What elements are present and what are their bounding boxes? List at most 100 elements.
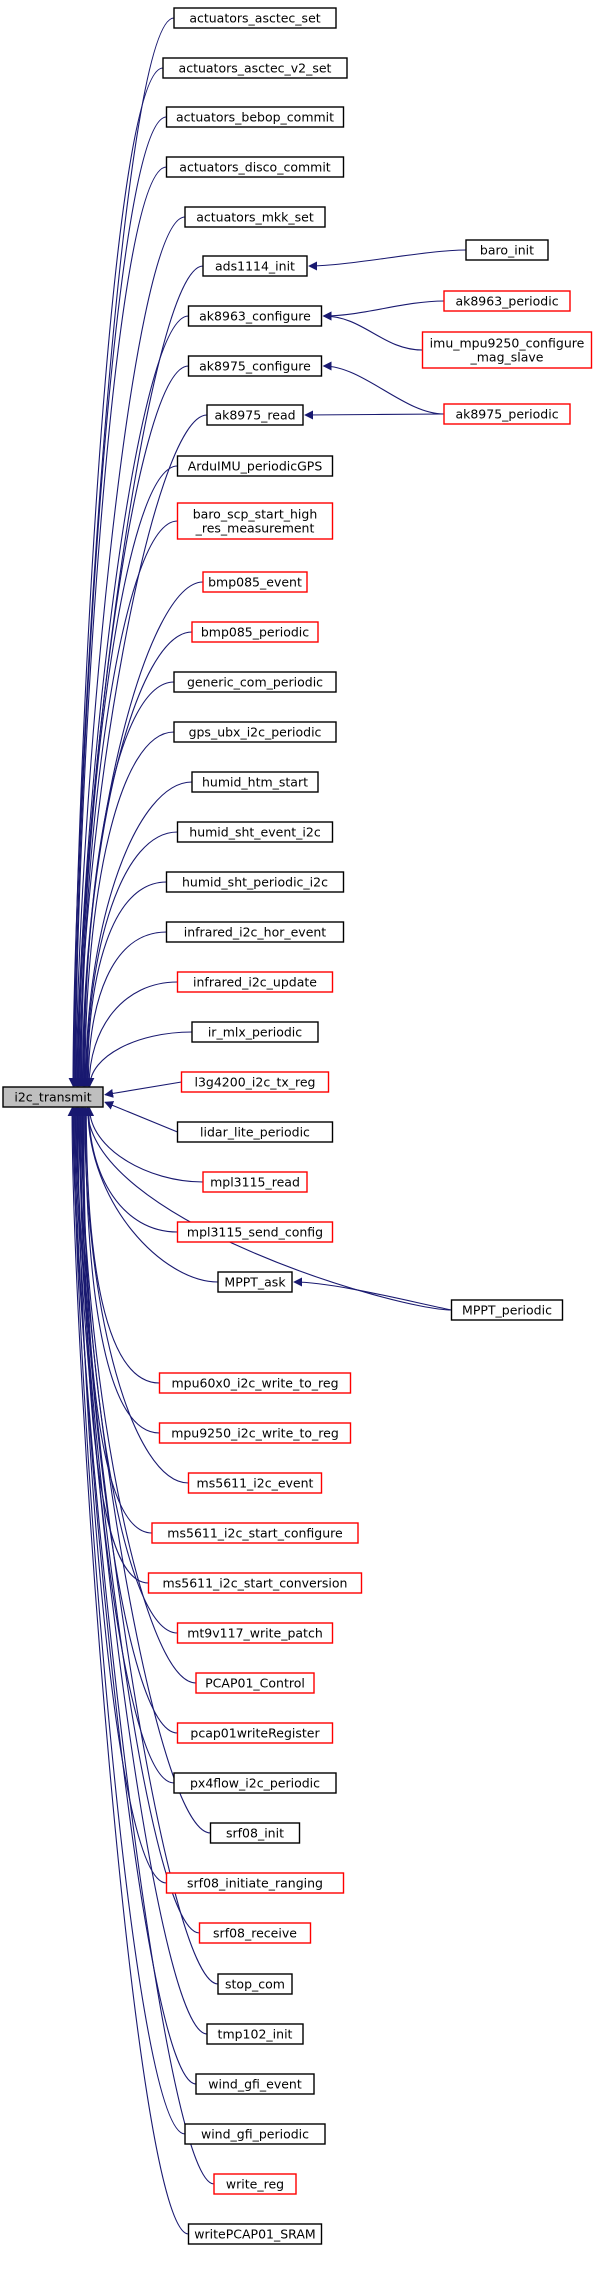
node-srf08-init[interactable]: srf08_init — [209, 1822, 301, 1844]
node-l3g4200-i2c-tx-reg[interactable]: l3g4200_i2c_tx_reg — [180, 1071, 330, 1093]
node-box[interactable] — [165, 1872, 345, 1894]
node-actuators-mkk-set[interactable]: actuators_mkk_set — [184, 206, 326, 228]
node-box[interactable] — [184, 206, 326, 228]
node-pcap01writeregister[interactable]: pcap01writeRegister — [176, 1722, 334, 1744]
node-box[interactable] — [158, 1372, 352, 1394]
node-infrared-i2c-hor-event[interactable]: infrared_i2c_hor_event — [165, 921, 345, 943]
node-box[interactable] — [465, 239, 549, 261]
node-box[interactable] — [184, 2123, 326, 2145]
node-box[interactable] — [147, 1572, 363, 1594]
node-box[interactable] — [187, 2223, 323, 2245]
node-box[interactable] — [206, 404, 304, 426]
node-baro-init[interactable]: baro_init — [465, 239, 549, 261]
node-box[interactable] — [217, 1973, 293, 1995]
node-box[interactable] — [450, 1299, 564, 1321]
node-ads1114-init[interactable]: ads1114_init — [202, 255, 308, 277]
node-wind-gfi-periodic[interactable]: wind_gfi_periodic — [184, 2123, 326, 2145]
node-mpu60x0-i2c-write-to-reg[interactable]: mpu60x0_i2c_write_to_reg — [158, 1372, 352, 1394]
node-imu-mpu9250-configure-mag-slave[interactable]: imu_mpu9250_configure_mag_slave — [421, 331, 593, 369]
node-bmp085-event[interactable]: bmp085_event — [202, 571, 308, 593]
node-box[interactable] — [176, 502, 334, 540]
node-box[interactable] — [158, 1422, 352, 1444]
node-box[interactable] — [443, 403, 571, 425]
node-wind-gfi-event[interactable]: wind_gfi_event — [195, 2073, 315, 2095]
node-humid-htm-start[interactable]: humid_htm_start — [191, 771, 319, 793]
node-arduimu-periodicgps[interactable]: ArduIMU_periodicGPS — [176, 455, 334, 477]
node-box[interactable] — [191, 771, 319, 793]
node-mpu9250-i2c-write-to-reg[interactable]: mpu9250_i2c_write_to_reg — [158, 1422, 352, 1444]
node-box[interactable] — [2, 1086, 104, 1108]
node-ms5611-i2c-event[interactable]: ms5611_i2c_event — [187, 1472, 323, 1494]
node-box[interactable] — [176, 455, 334, 477]
node-box[interactable] — [176, 821, 334, 843]
node-box[interactable] — [421, 331, 593, 369]
node-box[interactable] — [187, 355, 323, 377]
node-box[interactable] — [217, 1271, 293, 1293]
node-actuators-disco-commit[interactable]: actuators_disco_commit — [165, 156, 345, 178]
node-ak8975-read[interactable]: ak8975_read — [206, 404, 304, 426]
node-lidar-lite-periodic[interactable]: lidar_lite_periodic — [176, 1121, 334, 1143]
node-gps-ubx-i2c-periodic[interactable]: gps_ubx_i2c_periodic — [173, 721, 337, 743]
node-box[interactable] — [176, 971, 334, 993]
node-box[interactable] — [176, 1722, 334, 1744]
node-box[interactable] — [191, 621, 319, 643]
node-ir-mlx-periodic[interactable]: ir_mlx_periodic — [191, 1021, 319, 1043]
node-ak8975-periodic[interactable]: ak8975_periodic — [443, 403, 571, 425]
node-writepcap01-sram[interactable]: writePCAP01_SRAM — [187, 2223, 323, 2245]
node-box[interactable] — [202, 255, 308, 277]
node-box[interactable] — [180, 1071, 330, 1093]
node-box[interactable] — [195, 2073, 315, 2095]
node-box[interactable] — [165, 106, 345, 128]
node-actuators-bebop-commit[interactable]: actuators_bebop_commit — [165, 106, 345, 128]
node-box[interactable] — [209, 1822, 301, 1844]
node-ms5611-i2c-start-configure[interactable]: ms5611_i2c_start_configure — [151, 1522, 359, 1544]
node-box[interactable] — [187, 1472, 323, 1494]
node-ak8963-periodic[interactable]: ak8963_periodic — [443, 290, 571, 312]
node-ak8975-configure[interactable]: ak8975_configure — [187, 355, 323, 377]
node-i2c-transmit[interactable]: i2c_transmit — [2, 1086, 104, 1108]
node-mpl3115-read[interactable]: mpl3115_read — [202, 1171, 308, 1193]
node-box[interactable] — [206, 2023, 304, 2045]
node-box[interactable] — [173, 7, 337, 29]
node-box[interactable] — [165, 156, 345, 178]
node-mppt-ask[interactable]: MPPT_ask — [217, 1271, 293, 1293]
node-tmp102-init[interactable]: tmp102_init — [206, 2023, 304, 2045]
node-box[interactable] — [173, 1772, 337, 1794]
node-pcap01-control[interactable]: PCAP01_Control — [195, 1672, 315, 1694]
node-box[interactable] — [213, 2173, 297, 2195]
node-px4flow-i2c-periodic[interactable]: px4flow_i2c_periodic — [173, 1772, 337, 1794]
node-srf08-receive[interactable]: srf08_receive — [198, 1922, 312, 1944]
node-box[interactable] — [443, 290, 571, 312]
node-box[interactable] — [176, 1622, 334, 1644]
node-box[interactable] — [198, 1922, 312, 1944]
node-humid-sht-periodic-i2c[interactable]: humid_sht_periodic_i2c — [165, 871, 345, 893]
node-box[interactable] — [176, 1121, 334, 1143]
node-actuators-asctec-set[interactable]: actuators_asctec_set — [173, 7, 337, 29]
node-box[interactable] — [151, 1522, 359, 1544]
node-humid-sht-event-i2c[interactable]: humid_sht_event_i2c — [176, 821, 334, 843]
node-box[interactable] — [165, 871, 345, 893]
node-generic-com-periodic[interactable]: generic_com_periodic — [173, 671, 337, 693]
node-box[interactable] — [195, 1672, 315, 1694]
node-ak8963-configure[interactable]: ak8963_configure — [187, 305, 323, 327]
node-actuators-asctec-v2-set[interactable]: actuators_asctec_v2_set — [162, 57, 348, 79]
node-box[interactable] — [162, 57, 348, 79]
node-srf08-initiate-ranging[interactable]: srf08_initiate_ranging — [165, 1872, 345, 1894]
node-box[interactable] — [187, 305, 323, 327]
node-baro-scp-start-high-res-measurement[interactable]: baro_scp_start_high_res_measurement — [176, 502, 334, 540]
node-stop-com[interactable]: stop_com — [217, 1973, 293, 1995]
node-box[interactable] — [173, 671, 337, 693]
node-write-reg[interactable]: write_reg — [213, 2173, 297, 2195]
node-box[interactable] — [202, 571, 308, 593]
node-box[interactable] — [202, 1171, 308, 1193]
node-box[interactable] — [173, 721, 337, 743]
node-box[interactable] — [165, 921, 345, 943]
node-bmp085-periodic[interactable]: bmp085_periodic — [191, 621, 319, 643]
node-mpl3115-send-config[interactable]: mpl3115_send_config — [176, 1221, 334, 1243]
node-ms5611-i2c-start-conversion[interactable]: ms5611_i2c_start_conversion — [147, 1572, 363, 1594]
node-infrared-i2c-update[interactable]: infrared_i2c_update — [176, 971, 334, 993]
node-box[interactable] — [191, 1021, 319, 1043]
node-mppt-periodic[interactable]: MPPT_periodic — [450, 1299, 564, 1321]
node-mt9v117-write-patch[interactable]: mt9v117_write_patch — [176, 1622, 334, 1644]
node-box[interactable] — [176, 1221, 334, 1243]
